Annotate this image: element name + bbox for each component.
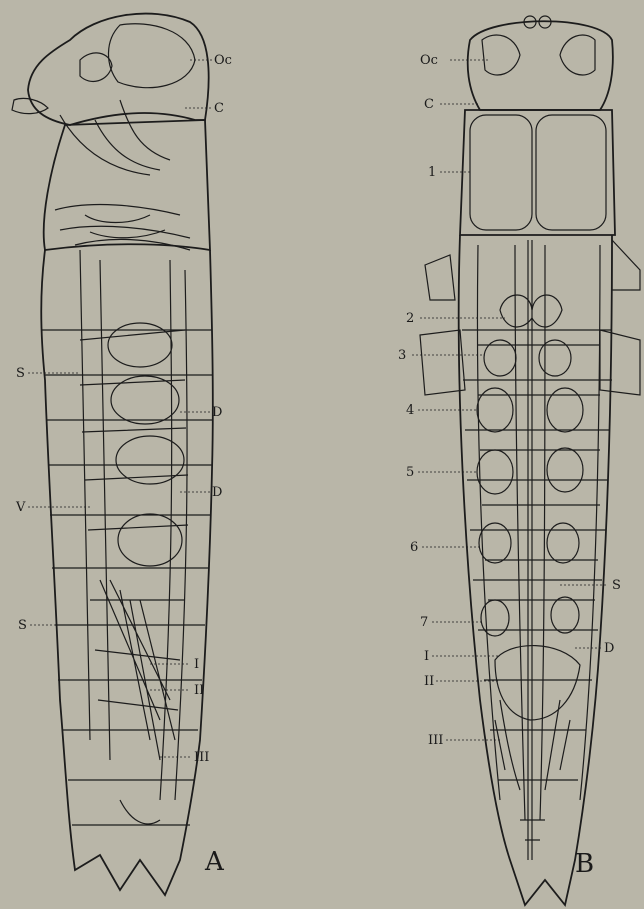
panel-b-labels: Oc C 1 2 3 4 5 6 7 S D I II III B [398,53,621,879]
panel-b-label-6: 6 [410,540,418,555]
panel-b-label-c: C [424,97,434,112]
panel-b-label-2: 2 [406,311,414,326]
panel-b-label-1: 1 [428,165,436,180]
panel-b-label-oc: Oc [420,53,438,68]
panel-a-thorax-outline [44,120,210,250]
panel-b-label-3: 3 [398,348,406,363]
panel-b-letter: B [575,849,594,879]
panel-b-label-i: I [424,649,429,664]
panel-a-label-v: V [15,500,26,515]
panel-a-label-d2: D [212,485,222,500]
panel-b-head-outline [468,21,613,110]
panel-a-label-c: C [214,101,224,116]
panel-b-figure [420,16,640,905]
panel-a-label-s1: S [16,366,25,381]
panel-a-label-d1: D [212,405,222,420]
panel-b-label-4: 4 [406,403,414,418]
panel-b-abdomen-outline [459,235,612,905]
panel-b-label-5: 5 [406,465,414,480]
panel-a-abdomen-outline [41,250,213,895]
panel-b-label-ii: II [424,674,434,689]
panel-a-label-oc: Oc [214,53,232,68]
panel-a-head-outline [28,14,209,125]
panel-a-letter: A [204,847,225,877]
panel-a-figure [12,14,213,895]
panel-a-label-iii: III [194,750,209,765]
panel-b-label-s: S [612,578,621,593]
panel-a-label-ii: II [194,683,204,698]
panel-b-label-7: 7 [420,615,428,630]
panel-b-thorax-outline [460,110,615,235]
panel-b-leaders [412,60,608,740]
panel-a-label-i: I [194,657,199,672]
panel-b-label-d: D [604,641,614,656]
panel-b-label-iii: III [428,733,443,748]
panel-a-label-s2: S [18,618,27,633]
